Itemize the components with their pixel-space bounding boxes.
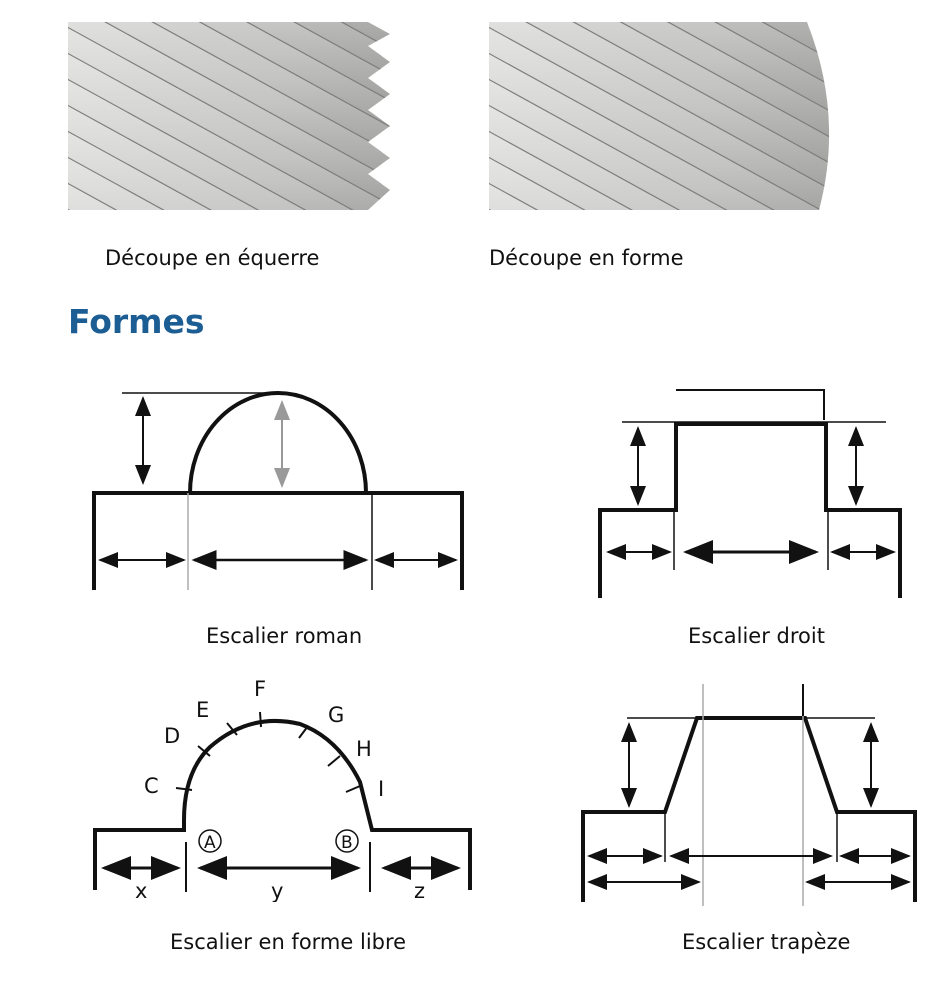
blind-slat bbox=[489, 22, 830, 210]
blind-slat-edge bbox=[489, 99, 830, 210]
blind-slat bbox=[68, 22, 390, 92]
blind-slat-edge bbox=[68, 73, 390, 210]
label-a: A bbox=[204, 833, 216, 853]
blind-slat bbox=[489, 48, 830, 210]
label-g: G bbox=[328, 703, 344, 727]
caption-straight: Escalier droit bbox=[688, 624, 825, 648]
blind-slat-edge bbox=[489, 22, 830, 79]
blind-slat bbox=[68, 48, 390, 210]
caption-roman: Escalier roman bbox=[206, 624, 363, 648]
label-d: D bbox=[164, 724, 180, 748]
blind-slat-edge bbox=[489, 47, 830, 210]
blind-slat bbox=[68, 126, 390, 210]
roman-stair-diagram bbox=[92, 391, 464, 590]
blind-slat-edge bbox=[489, 22, 830, 131]
blind-shaped-cut-photo bbox=[489, 22, 830, 210]
blind-slat bbox=[489, 22, 830, 209]
straight-stair-diagram bbox=[598, 389, 902, 598]
blind-slat-edge bbox=[489, 22, 830, 209]
blind-slat-edge bbox=[489, 125, 830, 210]
blind-slat bbox=[489, 22, 830, 210]
blind-slat-edge bbox=[68, 125, 390, 210]
blind-slat-edge bbox=[489, 73, 830, 210]
blind-slat-edge bbox=[489, 151, 830, 210]
label-h: H bbox=[356, 737, 372, 761]
blind-slat bbox=[68, 100, 390, 210]
free-form-stair-diagram: C D E F G H I A B x y z bbox=[93, 677, 472, 902]
blind-slat-edge bbox=[68, 22, 390, 118]
blind-slat bbox=[68, 22, 390, 144]
blind-slat-edge bbox=[68, 47, 390, 210]
blind-slat-edge bbox=[489, 22, 830, 157]
label-e: E bbox=[196, 698, 209, 722]
blind-slat-edge bbox=[68, 22, 390, 210]
blind-slat bbox=[489, 22, 830, 105]
blind-slat bbox=[489, 126, 830, 210]
label-y: y bbox=[271, 879, 283, 902]
label-f: F bbox=[254, 677, 266, 701]
label-b: B bbox=[341, 833, 353, 853]
blind-slat-edge bbox=[68, 22, 390, 170]
blind-slat bbox=[68, 22, 390, 170]
blind-slat bbox=[68, 22, 390, 210]
caption-free: Escalier en forme libre bbox=[170, 930, 407, 954]
caption-cut-shape: Découpe en forme bbox=[489, 246, 684, 270]
label-i: I bbox=[378, 777, 384, 801]
blind-slat bbox=[489, 22, 830, 183]
trapeze-stair-diagram bbox=[581, 684, 917, 906]
blind-slat-edge bbox=[68, 22, 390, 144]
caption-trapeze: Escalier trapèze bbox=[682, 930, 851, 954]
blind-square-cut-photo bbox=[68, 22, 390, 210]
label-z: z bbox=[414, 879, 425, 902]
blind-slat-edge bbox=[68, 99, 390, 210]
blind-slat bbox=[68, 74, 390, 210]
blind-slat-edge bbox=[68, 22, 390, 196]
blind-slat-edge bbox=[68, 22, 390, 92]
blind-slat-edge bbox=[68, 22, 390, 66]
section-title: Formes bbox=[68, 302, 205, 341]
blind-slat-edge bbox=[489, 22, 830, 210]
blind-slat-edge bbox=[489, 22, 830, 183]
caption-cut-square: Découpe en équerre bbox=[105, 246, 320, 270]
blind-slat bbox=[68, 22, 390, 118]
blind-slat-edge bbox=[68, 151, 390, 210]
blind-slat bbox=[489, 22, 830, 131]
blind-slat bbox=[68, 22, 390, 210]
blind-slat bbox=[489, 100, 830, 210]
blind-slat bbox=[68, 152, 390, 210]
blind-slat bbox=[489, 74, 830, 210]
blind-slat bbox=[489, 22, 830, 157]
label-x: x bbox=[135, 879, 147, 902]
blind-slat-edge bbox=[489, 22, 830, 105]
label-c: C bbox=[144, 774, 159, 798]
blind-slat bbox=[68, 22, 390, 196]
